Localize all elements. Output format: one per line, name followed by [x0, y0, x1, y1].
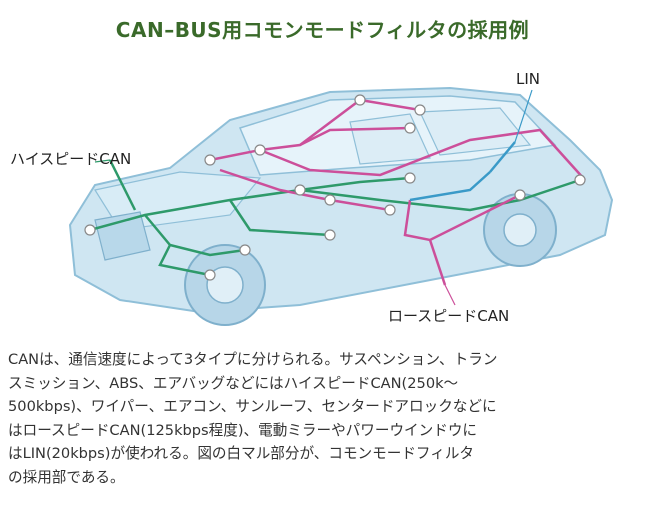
filter-marker — [254, 144, 266, 156]
car-network-diagram — [68, 86, 614, 326]
filter-marker — [404, 172, 416, 184]
filter-marker — [204, 154, 216, 166]
high-speed-can-wiring — [89, 159, 581, 277]
front-wheel-hub — [206, 266, 244, 304]
filter-marker — [294, 184, 306, 196]
description: CANは、通信速度によって3タイプに分けられる。サスペンション、トラン スミッシ… — [8, 348, 638, 489]
car-illustration — [68, 86, 614, 326]
description-line: CANは、通信速度によって3タイプに分けられる。サスペンション、トラン — [8, 351, 498, 368]
filter-marker — [324, 194, 336, 206]
filter-marker — [354, 94, 366, 106]
label-low-speed-can: ロースピードCAN — [388, 307, 510, 325]
filter-marker — [84, 224, 96, 236]
side-window-rear — [419, 107, 532, 156]
description-line: の採用部である。 — [8, 468, 125, 486]
filter-marker — [384, 204, 396, 216]
label-lin: LIN — [516, 70, 541, 88]
filter-marker — [514, 189, 526, 201]
filter-marker — [574, 174, 586, 186]
description-line: はロースピードCAN(125kbps程度)、電動ミラーやパワーウインドウに — [8, 421, 478, 439]
filter-marker — [404, 122, 416, 134]
description-line: 500kbps)、ワイパー、エアコン、サンルーフ、センタードアロックなどに — [8, 398, 497, 415]
label-high-speed-can: ハイスピードCAN — [10, 150, 132, 168]
low-speed-can-wiring — [209, 98, 586, 286]
rear-wheel-hub — [503, 213, 537, 247]
label-pointers — [514, 89, 533, 143]
filter-markers — [84, 94, 586, 281]
filter-marker — [204, 269, 216, 281]
description-line: はLIN(20kbps)が使われる。図の白マル部分が、コモンモードフィルタ — [8, 445, 475, 462]
lin-wiring — [409, 141, 516, 202]
page-title: CAN–BUS用コモンモードフィルタの採用例 — [115, 18, 530, 42]
filter-marker — [414, 104, 426, 116]
filter-marker — [239, 244, 251, 256]
filter-marker — [324, 229, 336, 241]
description-line: スミッション、ABS、エアバッグなどにはハイスピードCAN(250k～ — [8, 374, 459, 392]
